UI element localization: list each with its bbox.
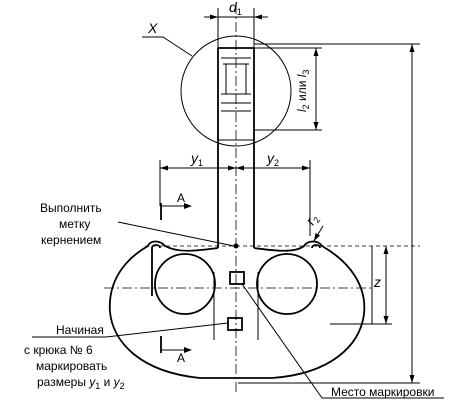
hook-body [108, 240, 366, 379]
detail-x-circle: X [142, 20, 292, 147]
r2-label: r2 [302, 211, 322, 229]
note-start-line1: Начиная [56, 323, 104, 337]
note-start-line3: маркировать [36, 359, 107, 373]
note-punch-line2: метку [59, 217, 90, 231]
punch-mark-dot [233, 243, 239, 249]
z-dimension: z [330, 246, 392, 325]
d1-label: d1 [229, 0, 242, 17]
note-start: Начиная с крюка № 6 маркировать размеры … [24, 322, 229, 391]
d1-dimension: d1 [204, 0, 268, 48]
l2-l3-label: l2 или l3 [295, 70, 311, 112]
marking-box-bottom [227, 317, 243, 331]
r2-radius: r2 [302, 211, 324, 242]
section-mark-bottom: A [160, 336, 192, 365]
overall-height-dimension [238, 43, 420, 384]
y2-label: y2 [266, 150, 279, 168]
note-start-line4: размеры y1 и y2 [37, 375, 125, 391]
l2-l3-dimension: l2 или l3 [254, 47, 322, 131]
marking-place-label: Место маркировки [331, 385, 434, 399]
section-top-label: A [177, 191, 185, 205]
note-punch-line3: кернением [41, 233, 101, 247]
section-mark-top: A [160, 191, 192, 220]
note-start-line2: с крюка № 6 [24, 343, 93, 357]
z-label: z [373, 274, 381, 290]
section-bottom-label: A [177, 351, 185, 365]
note-marking-place: Место маркировки [241, 283, 444, 399]
y1-label: y1 [190, 150, 203, 168]
note-punch-line1: Выполнить [40, 201, 102, 215]
note-punch: Выполнить метку кернением [40, 201, 235, 247]
y1-y2-dimensions: y1 y2 [159, 150, 311, 236]
marking-box-top [229, 271, 245, 285]
detail-x-label: X [147, 20, 158, 36]
